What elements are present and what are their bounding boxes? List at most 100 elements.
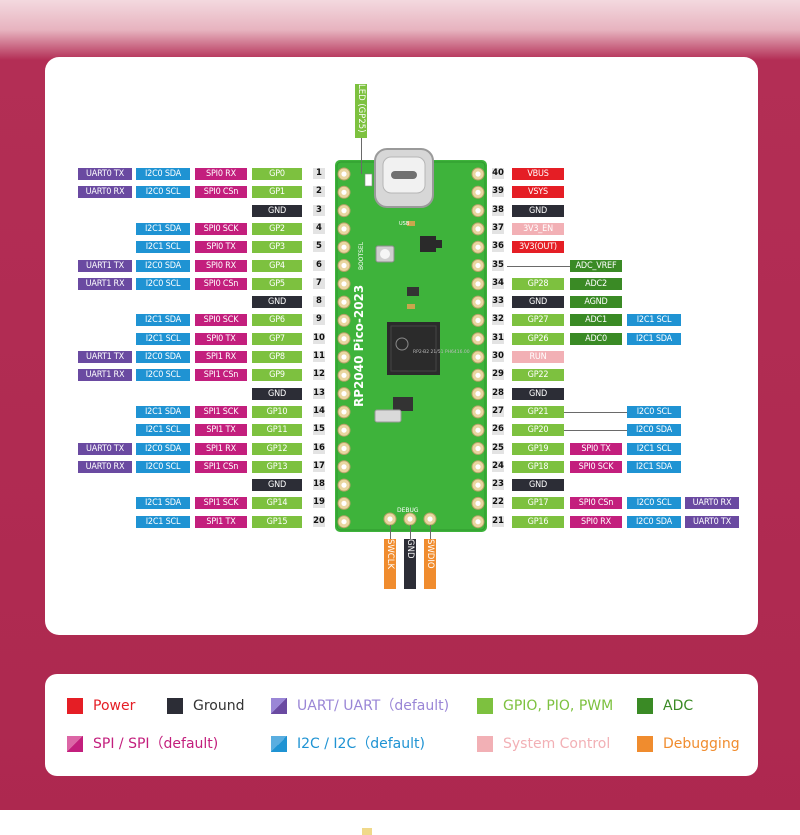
- pin-number-13: 13: [313, 387, 325, 399]
- pin-label-17-2: I2C0 SCL: [136, 460, 190, 473]
- pad-hole-1: [341, 171, 347, 177]
- legend-label-spi: SPI / SPI（default): [93, 736, 219, 752]
- pin-label-7-1: UART1 RX: [78, 277, 132, 290]
- pad-hole-5: [341, 244, 347, 250]
- debug-pad-hole-3: [427, 516, 433, 522]
- pin-label-21-3: I2C0 SDA: [627, 515, 681, 528]
- pad-hole-20: [341, 519, 347, 525]
- debug-label-text-2: GND: [405, 539, 415, 559]
- pin-label-14-3: GP10: [252, 405, 302, 418]
- pad-hole-19: [341, 500, 347, 506]
- legend-label-i2c: I2C / I2C（default): [297, 736, 425, 752]
- pin-label-2-3: SPI0 CSn: [195, 186, 247, 199]
- pad-hole-6: [341, 262, 347, 269]
- pin-label-6-3: SPI0 RX: [195, 259, 247, 272]
- pin-label-33-1: GND: [512, 296, 564, 309]
- pin-number-33: 33: [492, 296, 504, 308]
- pin-label-4-2: SPI0 SCK: [195, 222, 247, 235]
- debug-pad-hole-2: [407, 516, 413, 522]
- rp2040-chip-edge: [390, 325, 437, 372]
- pin-label-17-3: SPI1 CSn: [195, 460, 247, 473]
- pin-number-38: 38: [492, 204, 504, 216]
- led-label-text: LED (GP25): [356, 84, 366, 133]
- board-silkscreen-model: RP2040 Pico-2023: [352, 285, 366, 407]
- pin-number-11: 11: [313, 351, 325, 362]
- legend-label-gpio: GPIO, PIO, PWM: [503, 698, 614, 714]
- pin-number-40: 40: [492, 168, 504, 179]
- pin-label-39-1: VSYS: [512, 186, 564, 199]
- pin-number-14: 14: [313, 405, 325, 417]
- pin-number-23: 23: [492, 479, 504, 491]
- legend-swatch-sys: [477, 736, 493, 752]
- pin-label-6-1: UART1 TX: [78, 259, 132, 272]
- pin-number-36: 36: [492, 241, 504, 253]
- pin-label-2-4: GP1: [252, 186, 302, 199]
- crystal: [374, 409, 402, 423]
- pin-number-20: 20: [313, 515, 325, 527]
- pin-label-32-3: I2C1 SCL: [627, 314, 681, 327]
- pin-label-10-3: GP7: [252, 332, 302, 345]
- legend-swatch-gnd: [167, 698, 183, 714]
- pin-number-37: 37: [492, 222, 504, 234]
- pin-number-15: 15: [313, 424, 325, 436]
- pin-label-24-3: I2C1 SDA: [627, 460, 681, 473]
- debug-leader-1: [390, 525, 391, 539]
- pin-label-34-1: GP28: [512, 277, 564, 290]
- pin-label-2-2: I2C0 SCL: [136, 186, 190, 199]
- pin-label-31-1: GP26: [512, 332, 564, 345]
- pin-label-35-2: ADC_VREF: [570, 259, 622, 272]
- pin-number-21: 21: [492, 515, 504, 527]
- pad-hole-13: [341, 391, 347, 397]
- pin-leader-26: [564, 430, 627, 432]
- pad-hole-25: [475, 445, 481, 452]
- pin-label-4-3: GP2: [252, 222, 302, 235]
- pin-number-34: 34: [492, 277, 504, 289]
- pad-hole-23: [475, 482, 481, 488]
- pin-label-20-2: SPI1 TX: [195, 515, 247, 528]
- regulator-tab: [436, 240, 442, 248]
- pad-hole-22: [475, 500, 481, 506]
- pin-label-25-2: SPI0 TX: [570, 442, 622, 455]
- debug-label-3: SWDIO: [424, 539, 436, 589]
- debug-label-text-3: SWDIO: [425, 539, 435, 569]
- pin-label-1-2: I2C0 SDA: [136, 168, 190, 180]
- pin-number-17: 17: [313, 460, 325, 472]
- pad-hole-34: [475, 281, 481, 287]
- pin-number-4: 4: [313, 222, 325, 234]
- pin-label-10-1: I2C1 SCL: [136, 332, 190, 345]
- pin-label-29-1: GP22: [512, 369, 564, 382]
- board-silkscreen-debug: DEBUG: [397, 507, 419, 514]
- legend-swatch-uart: [271, 698, 287, 714]
- debug-label-text-1: SWCLK: [385, 539, 395, 570]
- pad-hole-39: [475, 189, 481, 195]
- pin-label-24-1: GP18: [512, 460, 564, 473]
- pad-hole-35: [475, 262, 481, 269]
- pin-label-22-4: UART0 RX: [685, 497, 739, 510]
- pin-label-37-1: 3V3_EN: [512, 222, 564, 235]
- pin-label-28-1: GND: [512, 387, 564, 400]
- pin-label-23-1: GND: [512, 479, 564, 492]
- pin-number-3: 3: [313, 204, 325, 216]
- pin-label-11-1: UART1 TX: [78, 351, 132, 363]
- pin-number-28: 28: [492, 387, 504, 399]
- pin-label-1-1: UART0 TX: [78, 168, 132, 180]
- pin-label-12-1: UART1 RX: [78, 369, 132, 382]
- pin-label-26-1: GP20: [512, 424, 564, 437]
- pin-number-22: 22: [492, 497, 504, 509]
- bottom-strip: [0, 810, 800, 835]
- pin-label-16-2: I2C0 SDA: [136, 442, 190, 455]
- pin-label-16-4: GP12: [252, 442, 302, 455]
- raspberry-logo-icon: [395, 337, 409, 351]
- pin-number-31: 31: [492, 332, 504, 344]
- pin-label-18-1: GND: [252, 479, 302, 492]
- pin-label-25-1: GP19: [512, 442, 564, 455]
- smd-part-3: [407, 304, 415, 309]
- pin-label-14-2: SPI1 SCK: [195, 405, 247, 418]
- bootsel-button-cap: [380, 249, 390, 259]
- pin-label-20-3: GP15: [252, 515, 302, 528]
- pad-hole-33: [475, 299, 481, 305]
- debug-leader-3: [430, 525, 431, 539]
- pin-number-18: 18: [313, 479, 325, 491]
